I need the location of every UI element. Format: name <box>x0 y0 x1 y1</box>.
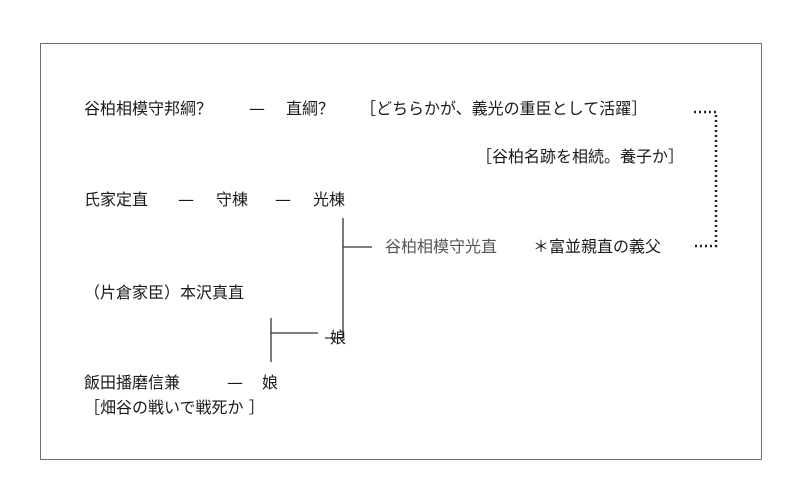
note-row4: ＊富並親直の義父 <box>533 237 662 256</box>
name-mitsumune: 光棟 <box>313 190 346 209</box>
name-motozawa: （片倉家臣）本沢真直 <box>84 283 245 302</box>
note-row1: ［どちらかが、義光の重臣として活躍］ <box>360 99 648 118</box>
name-naotsuna: 直綱？ <box>286 99 335 118</box>
note-row8: ［畑谷の戦いで戦死か ］ <box>84 398 265 417</box>
diagram-frame <box>40 43 762 460</box>
name-musume-left: 娘 <box>262 373 279 392</box>
name-mitsunao: 谷柏相模守光直 <box>385 237 498 256</box>
dash-row3-1: — <box>178 190 194 209</box>
name-sadanao: 氏家定直 <box>84 190 149 209</box>
dash-row1: — <box>249 99 265 118</box>
note-row2: ［谷柏名跡を相続。養子か］ <box>476 147 685 166</box>
name-kunitsuna: 谷柏相模守邦綱？ <box>84 99 213 118</box>
dash-row7: — <box>227 373 243 392</box>
name-nobukane: 飯田播磨信兼 <box>84 373 181 392</box>
name-musume-center: 娘 <box>330 328 347 347</box>
name-munemune: 守棟 <box>216 190 249 209</box>
dash-row3-2: — <box>275 190 291 209</box>
dotted-bracket <box>694 110 718 248</box>
